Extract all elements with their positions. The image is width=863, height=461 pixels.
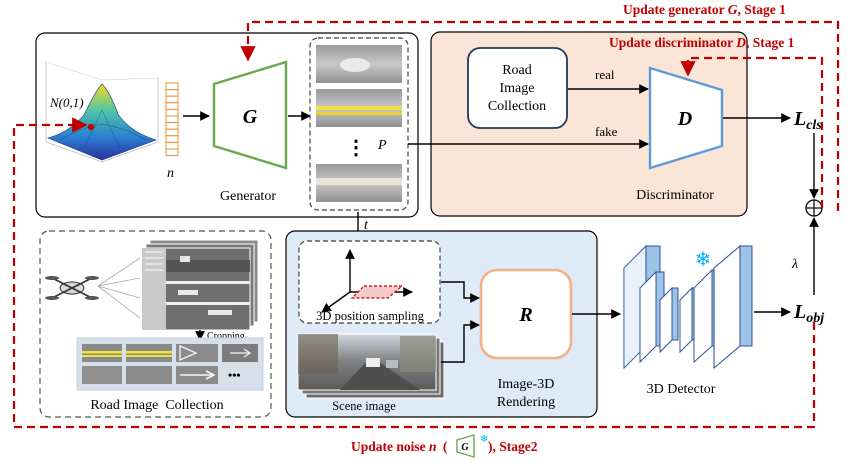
update-generator-label: Update generator G, Stage 1 [623,2,786,17]
mini-generator-icon [456,434,475,458]
renderer-box [479,268,573,360]
noise-vector-cell [165,135,179,143]
patch-label: P [377,138,387,153]
renderer-letter: R [518,304,532,326]
discriminator-panel: Road Image Collection real fake D Discri… [430,31,748,217]
noise-vector-cell [165,122,179,130]
position-sampling-caption: 3D position sampling [316,309,424,323]
feedback-paths [12,20,840,429]
loss-obj: Lobj [793,301,824,326]
road-image-collection-panel: Cropping ••• Road Image Collection [39,230,272,418]
noise-vector [165,82,179,157]
noise-vector-cell [165,95,179,104]
noise-vector-cell [165,82,179,91]
generator-network [212,60,288,170]
patch-1 [316,45,402,83]
collection-box-line-1: Road [502,63,532,78]
discriminator-network [648,66,724,170]
scene-caption: Scene image [332,399,396,413]
svg-text:), Stage2: ), Stage2 [488,439,538,454]
snowflake-icon: ❄ [695,247,712,271]
fake-label: fake [595,124,618,139]
cropping-label: Cropping [207,331,245,342]
svg-text:Update noise n (: Update noise n ( [351,439,448,454]
noise-vector-cell [165,141,179,150]
collection-caption: Road Image Collection [90,398,223,413]
collection-box-line-3: Collection [488,99,546,114]
crop-patch-5 [82,366,122,384]
3d-axes-icon [321,249,413,313]
noise-vector-cell [165,102,179,110]
patch-2 [316,89,402,127]
crop-ellipsis: ••• [228,368,241,382]
rendering-panel: 3D position sampling Scene image R Image… [285,230,598,418]
noise-vector-cell [165,108,179,117]
detector-caption: 3D Detector [647,382,716,397]
real-label: real [595,67,615,82]
patch-3 [316,164,402,202]
generator-caption: Generator [220,189,276,204]
collection-box-line-2: Image [500,81,535,96]
mini-generator-letter: G [461,442,469,453]
noise-vector-cell [165,148,179,157]
loss-cls: Lcls [793,108,822,133]
discriminator-caption: Discriminator [636,188,714,203]
drone-icon [45,276,99,300]
rendering-caption-2: Rendering [497,395,555,410]
mini-snowflake-icon: ❄ [480,434,488,445]
patch-dots: ⋮ [346,137,366,159]
3d-detector-network [623,244,753,370]
lambda-label: λ [791,257,798,272]
discriminator-letter: D [677,108,692,130]
t-label: t [364,218,369,233]
update-noise-label: Update noise n ( G ❄ ), Stage2 [351,434,538,458]
rendering-caption-1: Image-3D [498,377,555,392]
gaussian-surface-plot: N(0,1) [45,61,159,163]
noise-label: n [167,166,174,181]
update-discriminator-label: Update discriminator D, Stage 1 [609,35,795,50]
gaussian-label: N(0,1) [49,95,84,110]
road-image-collection-box [467,47,568,129]
noise-vector-cell [165,128,179,137]
noise-vector-cell [165,115,179,124]
generator-panel: N(0,1) n G Generator ⋮ P [35,32,419,218]
noise-vector-cell [165,89,179,97]
crop-patch-6 [126,366,172,384]
generator-letter: G [243,106,258,128]
